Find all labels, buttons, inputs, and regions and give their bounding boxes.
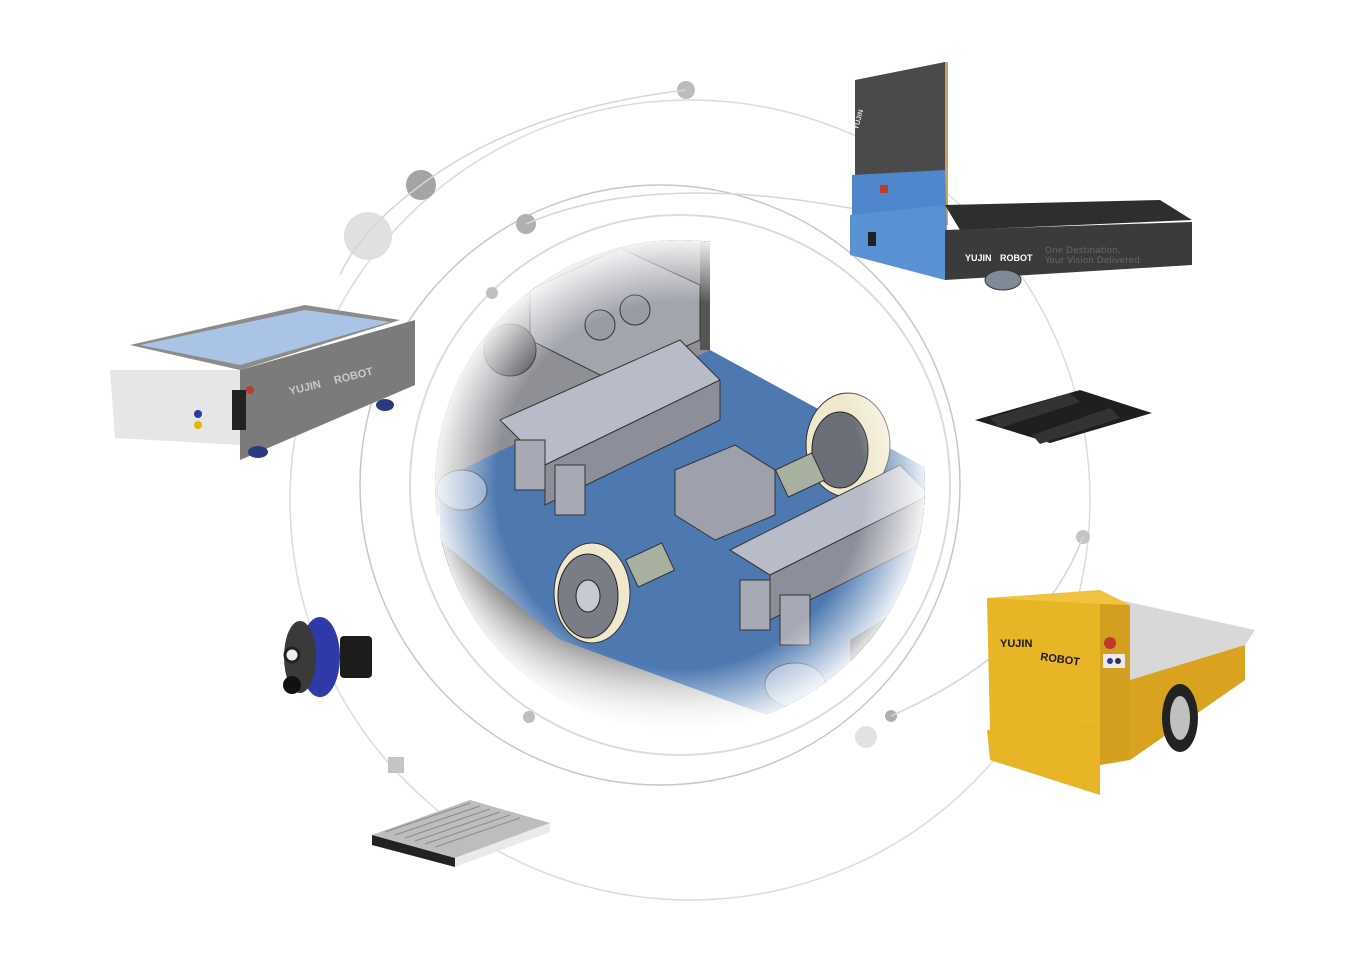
product-black-mount-plate[interactable] <box>975 390 1152 444</box>
orbit-dot <box>855 726 877 748</box>
orbit-dot <box>486 287 498 299</box>
product-yellow-cart-amr[interactable]: YUJIN ROBOT <box>987 590 1255 795</box>
tagline-line1: One Destination, <box>1045 246 1121 256</box>
orbit-dot <box>523 711 535 723</box>
product-drive-wheel-motor[interactable] <box>283 617 372 697</box>
tagline-line2: Your Vision Delivered <box>1044 256 1140 266</box>
product-battery-module[interactable] <box>372 800 550 867</box>
product-blue-tugger-amr[interactable]: YUJIN ROBOT One Destination, Your Vision… <box>850 62 1192 291</box>
orbit-dot <box>344 212 392 260</box>
orbit-square <box>388 757 404 773</box>
orbit-rings <box>289 99 1091 901</box>
brand-right-text: ROBOT <box>1000 253 1033 263</box>
brand-left-text: YUJIN <box>965 253 992 263</box>
brand-right-text: ROBOT <box>1040 651 1081 668</box>
brand-left-text: YUJIN <box>1000 638 1032 650</box>
product-gray-flat-amr[interactable]: YUJIN ROBOT <box>110 305 415 460</box>
chassis-cad-view <box>435 240 925 730</box>
